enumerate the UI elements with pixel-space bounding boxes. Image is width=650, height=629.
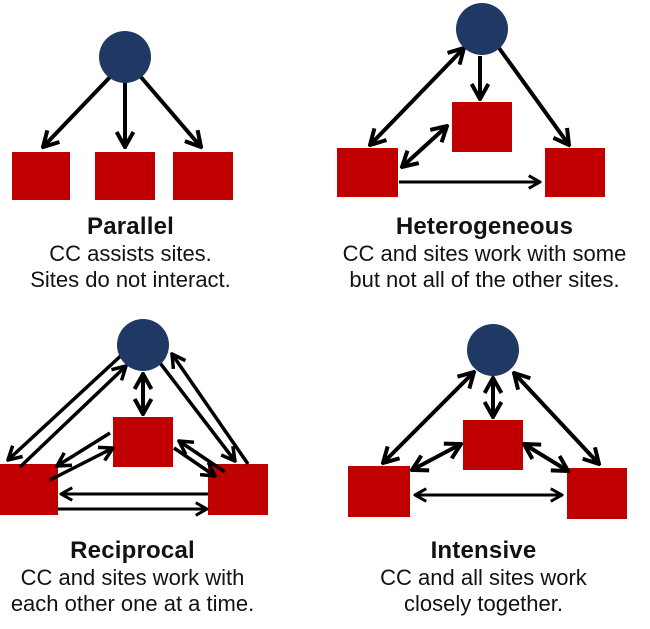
edge-arrow-site-left-to-cc	[18, 366, 126, 469]
panel-title: Heterogeneous	[395, 213, 574, 240]
intensive-caption: Intensive CC and all sites work closely …	[380, 537, 587, 617]
site-node-middle	[95, 152, 155, 200]
panel-intensive: Intensive CC and all sites work closely …	[325, 310, 650, 629]
site-node-middle	[463, 420, 523, 470]
panel-caption-line: CC and all sites work	[380, 565, 587, 590]
panel-caption-line: each other one at a time.	[10, 591, 255, 616]
edge-arrow-site-left-to-site-middle	[402, 126, 447, 167]
edge-arrow-site-right-to-cc	[172, 354, 250, 465]
site-node-right	[567, 468, 627, 519]
panel-title: Reciprocal	[70, 537, 195, 564]
cc-node	[467, 324, 519, 376]
panel-caption-line: but not all of the other sites.	[349, 267, 620, 292]
reciprocal-diagram	[0, 319, 268, 522]
parallel-caption: Parallel CC assists sites. Sites do not …	[30, 213, 231, 293]
site-node-left	[348, 466, 410, 517]
panel-caption-line: CC and sites work with	[20, 565, 245, 590]
site-node-right	[545, 148, 605, 197]
panel-parallel: Parallel CC assists sites. Sites do not …	[0, 0, 325, 310]
edge-arrow-site-left-to-site-middle	[412, 444, 461, 470]
panel-caption-line: CC and sites work with some	[342, 241, 627, 266]
site-node-right	[173, 152, 233, 200]
cc-node	[456, 3, 508, 55]
panel-caption-line: Sites do not interact.	[30, 267, 231, 292]
edge-arrow-cc-to-site-left	[370, 48, 464, 145]
edge-arrow-cc-to-site-right	[138, 74, 201, 147]
panel-title: Parallel	[87, 213, 174, 240]
panel-caption-line: CC assists sites.	[49, 241, 212, 266]
cc-node	[117, 319, 169, 371]
site-node-left	[0, 464, 58, 515]
site-node-right	[208, 464, 268, 515]
heterogeneous-caption: Heterogeneous CC and sites work with som…	[343, 213, 627, 293]
edge-arrow-cc-to-site-left	[383, 372, 474, 463]
edge-arrow-site-left-to-site-middle	[49, 448, 113, 482]
reciprocal-caption: Reciprocal CC and sites work with each o…	[11, 537, 254, 617]
panel-reciprocal: Reciprocal CC and sites work with each o…	[0, 310, 325, 629]
edge-arrow-cc-to-site-left	[43, 74, 113, 147]
site-node-middle	[452, 102, 512, 152]
site-node-left	[12, 152, 70, 200]
panel-heterogeneous: Heterogeneous CC and sites work with som…	[325, 0, 650, 310]
site-node-left	[337, 148, 398, 197]
edge-arrow-site-middle-to-site-right	[173, 446, 215, 476]
edge-arrow-site-middle-to-site-left	[57, 431, 111, 466]
cc-node	[99, 31, 151, 83]
heterogeneous-diagram	[337, 3, 605, 197]
edge-arrow-cc-to-site-left	[8, 349, 128, 460]
edge-arrow-cc-to-site-right	[497, 46, 569, 145]
parallel-diagram	[12, 31, 233, 200]
edge-arrow-cc-to-site-right	[514, 373, 599, 464]
panel-caption-line: closely together.	[404, 591, 563, 616]
panel-title: Intensive	[430, 537, 537, 564]
edge-arrow-site-middle-to-site-right	[524, 444, 568, 471]
edge-arrow-cc-to-site-right	[155, 357, 235, 461]
intensive-diagram	[348, 324, 627, 519]
site-node-middle	[113, 417, 173, 467]
